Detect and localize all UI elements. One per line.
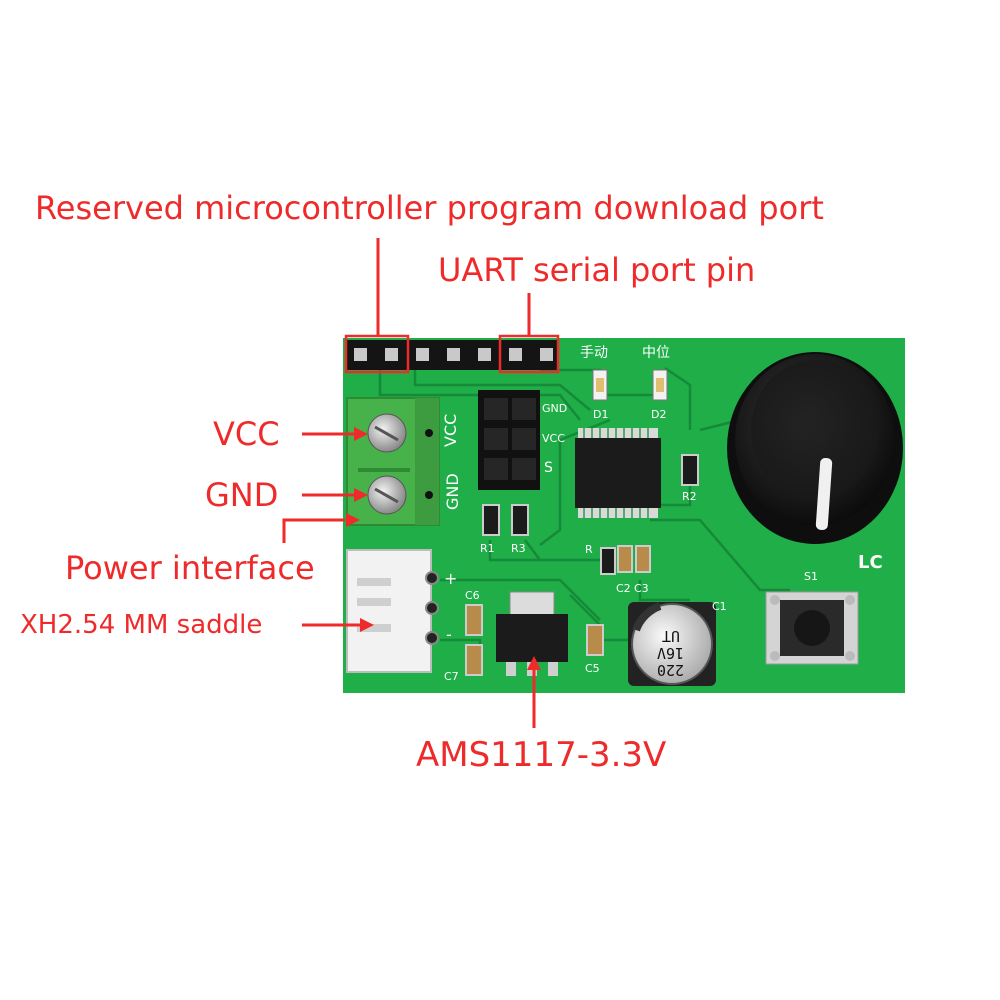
label-vcc: VCC <box>213 415 280 453</box>
pin-header <box>347 340 559 370</box>
led-d2 <box>652 369 668 401</box>
led-d1 <box>592 369 608 401</box>
silk-minus: - <box>446 625 452 644</box>
silk-d1: D1 <box>593 408 608 421</box>
microcontroller-chip <box>575 428 661 518</box>
silk-c5: C5 <box>585 662 600 675</box>
silk-manual: 手动 <box>580 345 608 361</box>
label-xh-saddle: XH2.54 MM saddle <box>20 610 263 640</box>
label-power-interface: Power interface <box>65 549 315 587</box>
silk-r1: R1 <box>480 542 495 555</box>
silk-c2: C2 <box>616 582 631 595</box>
silk-c7: C7 <box>444 670 459 683</box>
silk-gnd: GND <box>443 473 462 510</box>
cap-label-3: UT <box>662 627 680 645</box>
silk-s1: S1 <box>804 570 818 583</box>
silk-s: S <box>544 460 553 476</box>
potentiometer-knob <box>727 352 903 544</box>
label-regulator: AMS1117-3.3V <box>416 735 667 775</box>
silk-lc: LC <box>858 552 883 573</box>
label-gnd: GND <box>205 476 279 514</box>
callout-arrows <box>282 238 541 728</box>
pcb-traces <box>378 366 790 660</box>
capacitor-marking: 220 16V UT <box>657 627 684 679</box>
silk-vcc-small: VCC <box>542 432 565 445</box>
gnd-arrowhead <box>354 488 368 502</box>
label-uart-pins: UART serial port pin <box>438 251 756 289</box>
regulator-chip <box>496 591 568 676</box>
electrolytic-capacitor <box>628 602 716 686</box>
silk-d2: D2 <box>651 408 666 421</box>
xh-arrowhead <box>360 618 374 632</box>
power-interface-line <box>282 518 345 543</box>
label-download-port: Reserved microcontroller program downloa… <box>35 189 824 227</box>
silk-vcc: VCC <box>441 414 460 447</box>
cap-label-1: 220 <box>657 661 684 679</box>
smd-resistors <box>482 454 699 575</box>
silk-c3: C3 <box>634 582 649 595</box>
silk-c6: C6 <box>465 589 480 602</box>
screw-terminal <box>346 397 440 526</box>
silk-r2: R2 <box>682 490 697 503</box>
jumper-header <box>478 390 540 490</box>
silk-r-small: R <box>585 543 593 556</box>
silk-center: 中位 <box>642 345 670 361</box>
xh-connector <box>346 549 439 673</box>
power-interface-arrowhead <box>346 513 360 527</box>
vcc-arrowhead <box>354 427 368 441</box>
cap-label-2: 16V <box>657 644 684 662</box>
silkscreen: 手动 中位 VCC GND GND VCC S D1 D2 R1 R3 R2 R… <box>441 345 883 683</box>
smd-capacitors <box>465 545 651 676</box>
tactile-switch <box>765 591 859 665</box>
silk-r3: R3 <box>511 542 526 555</box>
silk-plus: + <box>444 569 457 588</box>
silk-c1: C1 <box>712 600 727 613</box>
regulator-arrowhead <box>527 656 541 670</box>
silk-gnd-small: GND <box>542 402 567 415</box>
